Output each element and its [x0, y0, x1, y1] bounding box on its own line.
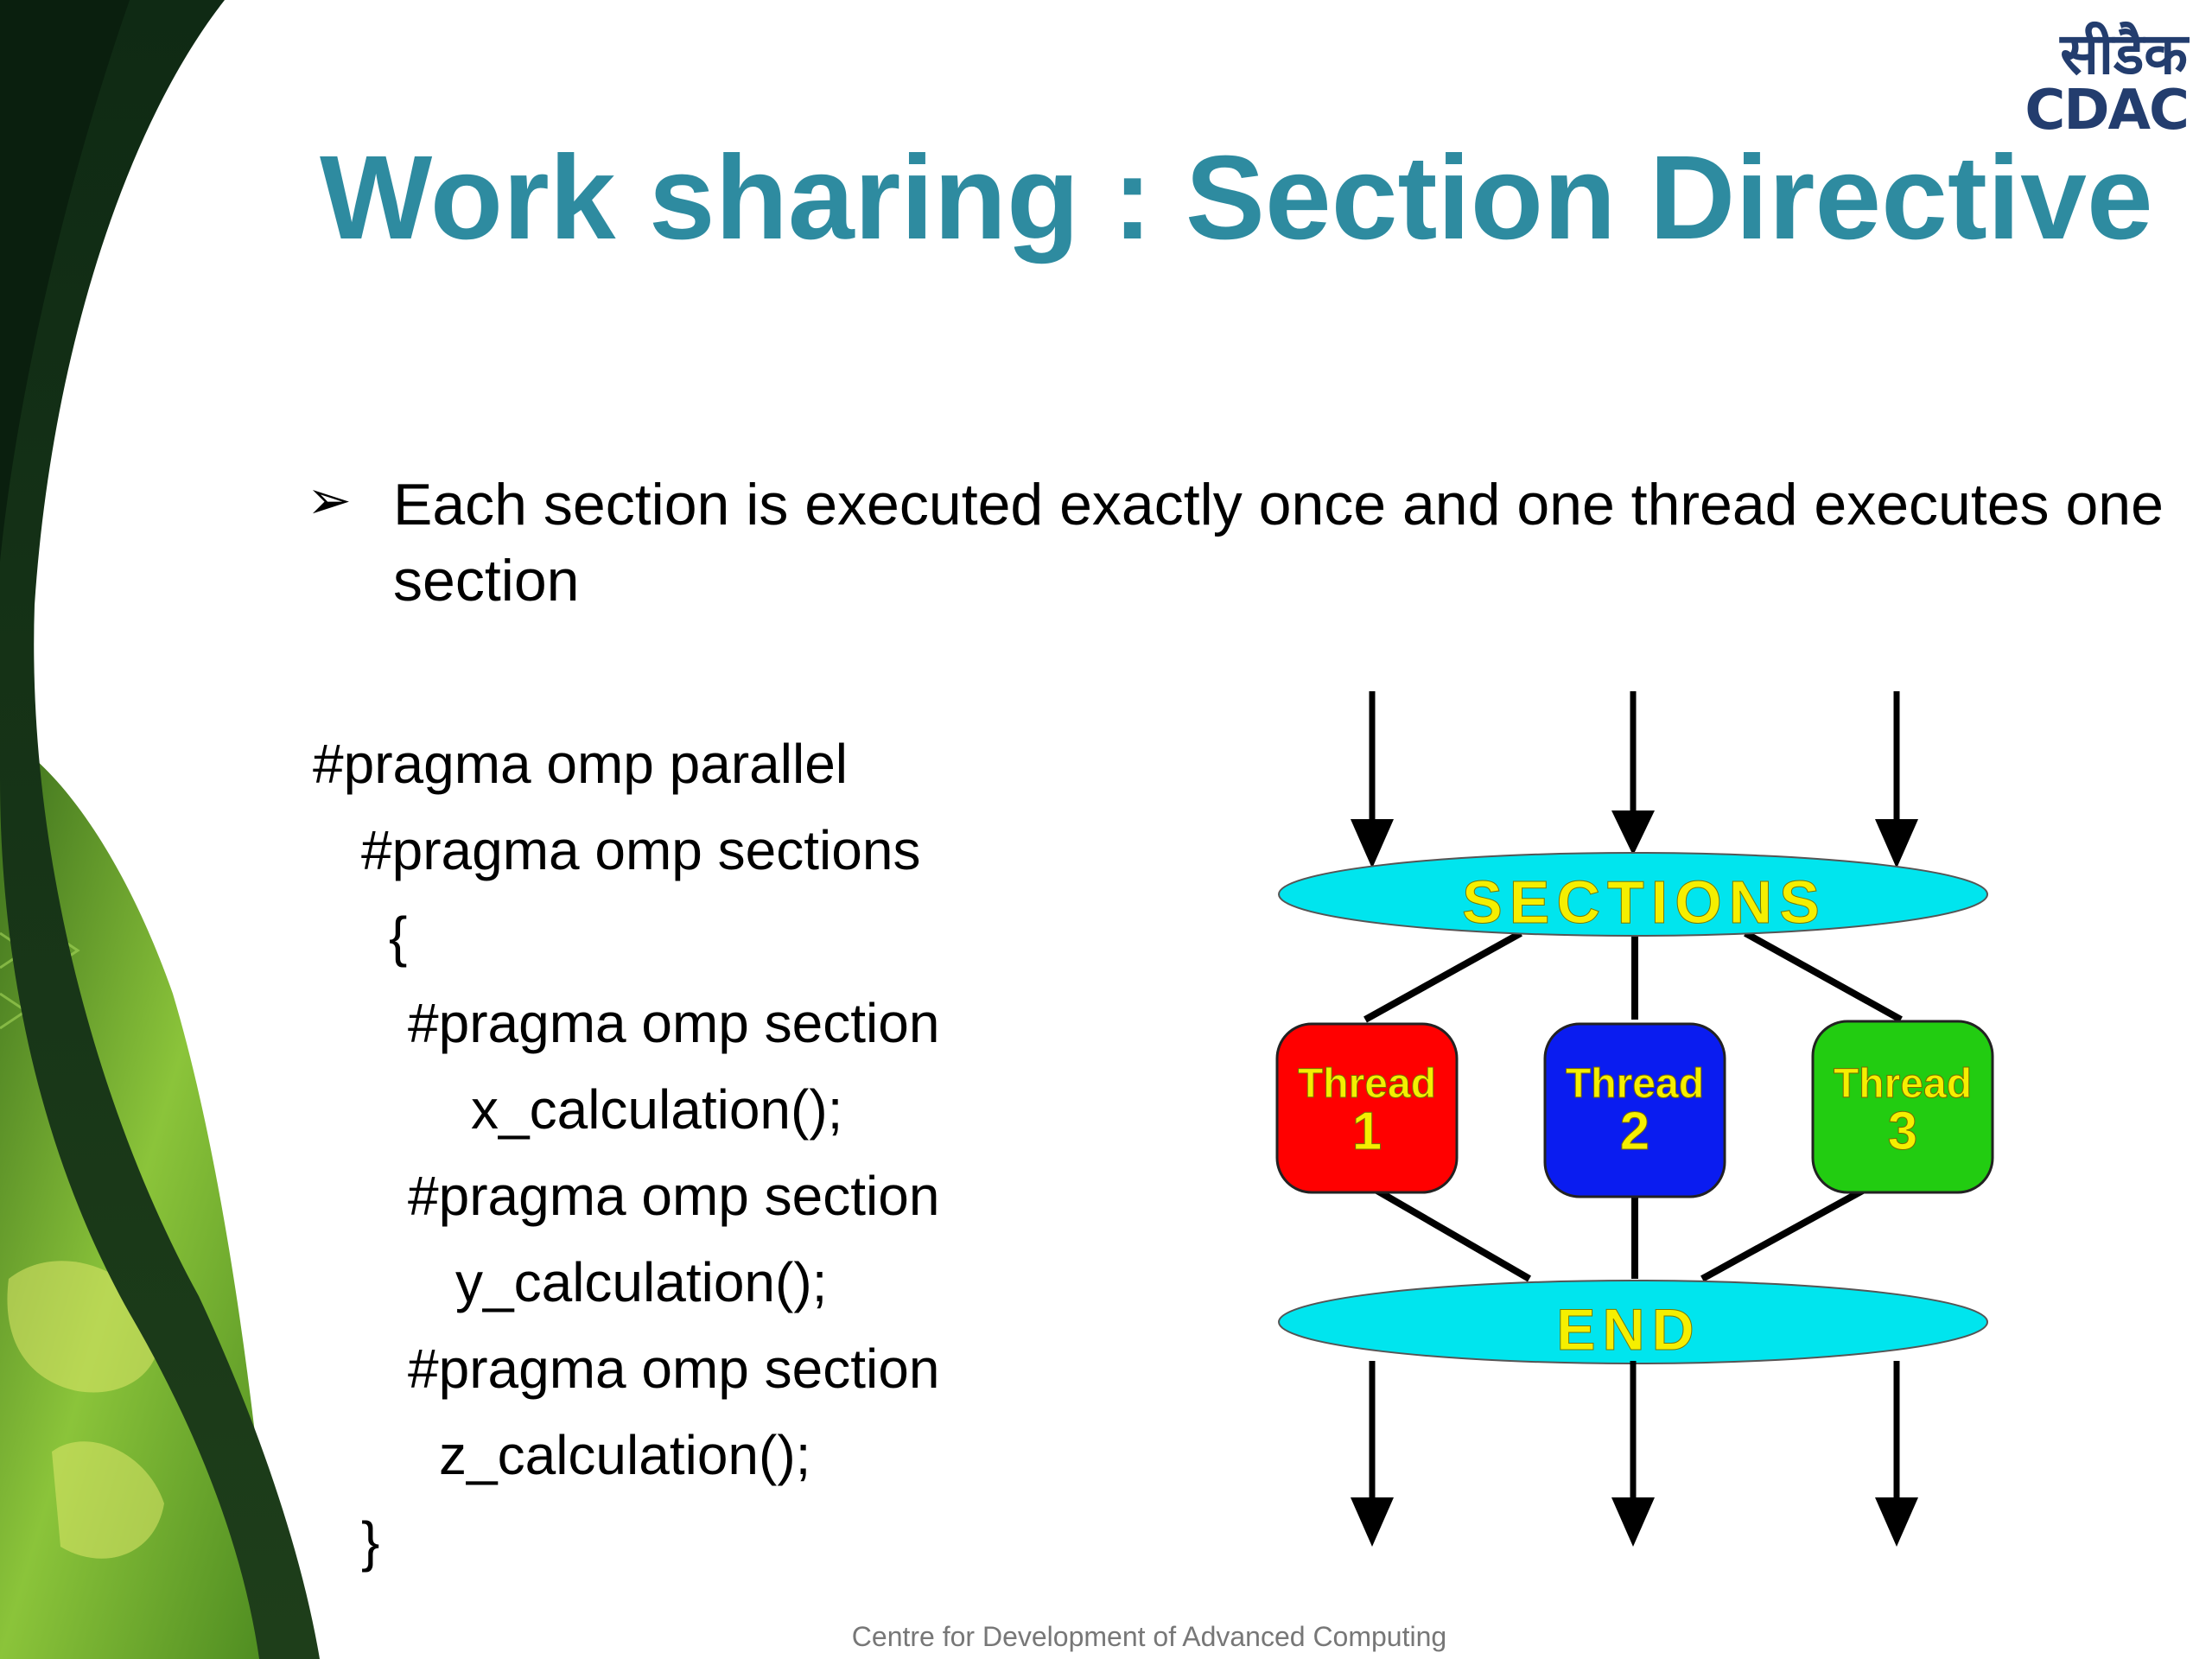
code-line: #pragma omp section [408, 1165, 940, 1227]
sections-ellipse: SECTIONS [1278, 852, 1988, 937]
slide-title: Work sharing : Section Directive [320, 131, 2153, 264]
logo-text: CDAC [2024, 79, 2190, 143]
code-line: } [361, 1510, 380, 1573]
code-line: x_calculation(); [471, 1078, 843, 1141]
outgoing-arrows [1351, 1361, 1918, 1547]
code-line: #pragma omp parallel [313, 733, 848, 795]
thread-number: 2 [1620, 1102, 1649, 1161]
thread-number: 1 [1352, 1102, 1382, 1161]
bullet-text: Each section is executed exactly once an… [393, 472, 2164, 613]
code-line: y_calculation(); [455, 1251, 828, 1313]
code-line: #pragma omp section [408, 992, 940, 1054]
arrow-head-icon [1611, 1497, 1655, 1547]
arrow-head-icon [1351, 1497, 1394, 1547]
bullet-arrow-icon: ➢ [307, 468, 352, 531]
code-line: z_calculation(); [439, 1424, 811, 1486]
thread-label: Thread [1566, 1061, 1704, 1107]
thread-number: 3 [1888, 1102, 1917, 1161]
logo-hindi-text: सीडैक [2060, 21, 2188, 87]
end-ellipse: END [1278, 1280, 1988, 1364]
arrow-head-icon [1875, 1497, 1918, 1547]
arrow-head-icon [1875, 819, 1918, 868]
arrow-head-icon [1611, 810, 1655, 855]
sections-label: SECTIONS [1462, 868, 1827, 936]
thread-label: Thread [1834, 1061, 1972, 1107]
code-line: { [389, 906, 408, 968]
code-line: #pragma omp section [408, 1338, 940, 1400]
footer-text: Centre for Development of Advanced Compu… [851, 1621, 1447, 1652]
cdac-logo: सीडैक CDAC [2022, 21, 2195, 143]
thread-label: Thread [1298, 1061, 1436, 1107]
code-line: #pragma omp sections [361, 819, 921, 881]
fork-lines [1363, 930, 1903, 1023]
thread-box-1: Thread 1 [1275, 1022, 1459, 1194]
arrow-head-icon [1351, 819, 1394, 868]
join-lines [1363, 1180, 1877, 1282]
sections-diagram: SECTIONS Thread 1 Thread 2 Thread 3 END [1275, 691, 1994, 1547]
thread-box-2: Thread 2 [1543, 1022, 1726, 1198]
thread-box-3: Thread 3 [1811, 1020, 1994, 1194]
incoming-arrows [1351, 691, 1918, 868]
end-label: END [1556, 1297, 1701, 1363]
